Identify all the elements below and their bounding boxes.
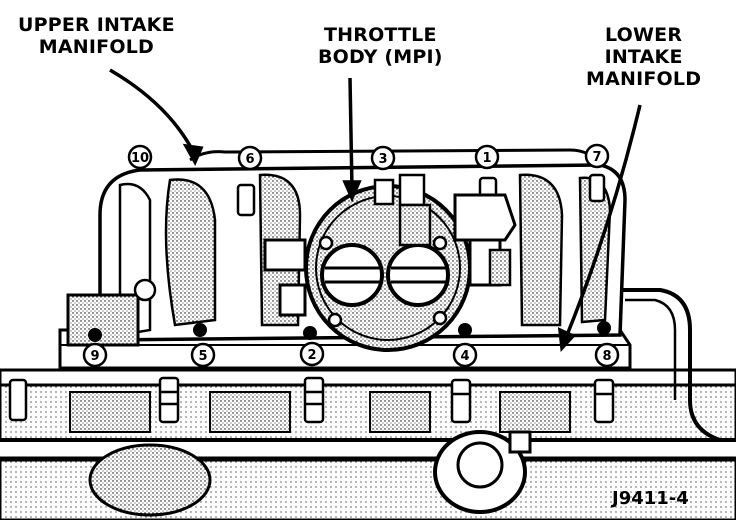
callout-6: 6	[237, 145, 263, 171]
svg-text:8: 8	[602, 349, 611, 364]
svg-text:2: 2	[307, 348, 316, 363]
callout-markers: 10 6 3 1 7 9 5	[82, 143, 620, 368]
callout-10: 10	[127, 144, 153, 170]
lower-intake-manifold-label: LOWER INTAKE MANIFOLD	[586, 24, 701, 90]
rocker-cover	[0, 430, 736, 520]
svg-text:4: 4	[460, 349, 469, 364]
leader-arrows	[109, 68, 642, 353]
throttle-body-label: THROTTLE BODY (MPI)	[318, 24, 443, 68]
svg-text:1: 1	[482, 151, 491, 166]
figure-id: J9411-4	[612, 488, 689, 509]
callout-8: 8	[594, 342, 620, 368]
svg-text:9: 9	[90, 349, 99, 364]
callout-7: 7	[584, 143, 610, 169]
upper-intake-manifold-label: UPPER INTAKE MANIFOLD	[18, 14, 175, 58]
upper-intake-label-line1: UPPER INTAKE	[18, 14, 175, 36]
lower-intake-label-line1: LOWER	[605, 24, 683, 46]
throttle-body-label-line2: BODY (MPI)	[318, 46, 443, 68]
svg-text:3: 3	[378, 152, 387, 167]
callout-4: 4	[452, 342, 478, 368]
svg-text:7: 7	[592, 150, 601, 165]
lower-intake-label-line2: INTAKE	[604, 46, 683, 68]
callout-1: 1	[474, 144, 500, 170]
callout-9: 9	[82, 342, 108, 368]
throttle-body	[263, 173, 517, 352]
svg-text:10: 10	[131, 151, 149, 166]
callout-2: 2	[299, 341, 325, 367]
throttle-body-label-line1: THROTTLE	[323, 24, 437, 46]
callout-3: 3	[370, 145, 396, 171]
svg-text:6: 6	[245, 152, 254, 167]
svg-text:5: 5	[198, 349, 207, 364]
cylinder-head-band	[0, 368, 736, 460]
fuel-injectors	[8, 376, 615, 424]
upper-intake-label-line2: MANIFOLD	[38, 36, 154, 58]
lower-intake-label-line3: MANIFOLD	[586, 68, 702, 90]
callout-5: 5	[190, 342, 216, 368]
